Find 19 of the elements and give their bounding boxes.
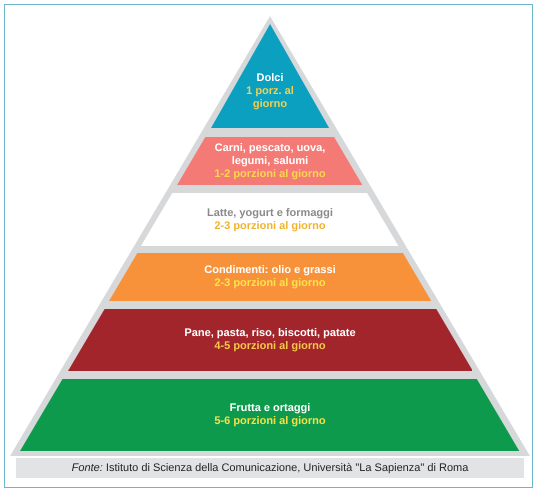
food-group-label: Frutta e ortaggi bbox=[230, 402, 310, 415]
portion-label: 4-5 porzioni al giorno bbox=[214, 340, 326, 353]
food-group-label: Dolci bbox=[256, 72, 284, 84]
pyramid-band bbox=[177, 137, 363, 185]
food-group-label: Carni, pescato, uova, legumi, salumi bbox=[214, 142, 326, 168]
food-group-label: Condimenti: olio e grassi bbox=[204, 264, 336, 277]
pyramid-band bbox=[108, 253, 432, 301]
portion-label: 2-3 porzioni al giorno bbox=[214, 277, 326, 290]
pyramid-band bbox=[68, 309, 472, 371]
pyramid-band bbox=[20, 379, 520, 451]
pyramid-band bbox=[210, 24, 330, 128]
portion-label: 1 porz. al giorno bbox=[245, 84, 295, 110]
portion-label: 2-3 porzioni al giorno bbox=[214, 220, 326, 232]
food-group-label: Pane, pasta, riso, biscotti, patate bbox=[184, 327, 356, 340]
caption: Fonte: Istituto di Scienza della Comunicazione, Università "La Sapienza" di Roma bbox=[16, 458, 524, 478]
food-group-label: Latte, yogurt e formaggi bbox=[207, 206, 333, 220]
portion-label: 5-6 porzioni al giorno bbox=[214, 415, 326, 428]
pyramid-band bbox=[141, 193, 399, 246]
portion-label: 1-2 porzioni al giorno bbox=[214, 168, 326, 180]
